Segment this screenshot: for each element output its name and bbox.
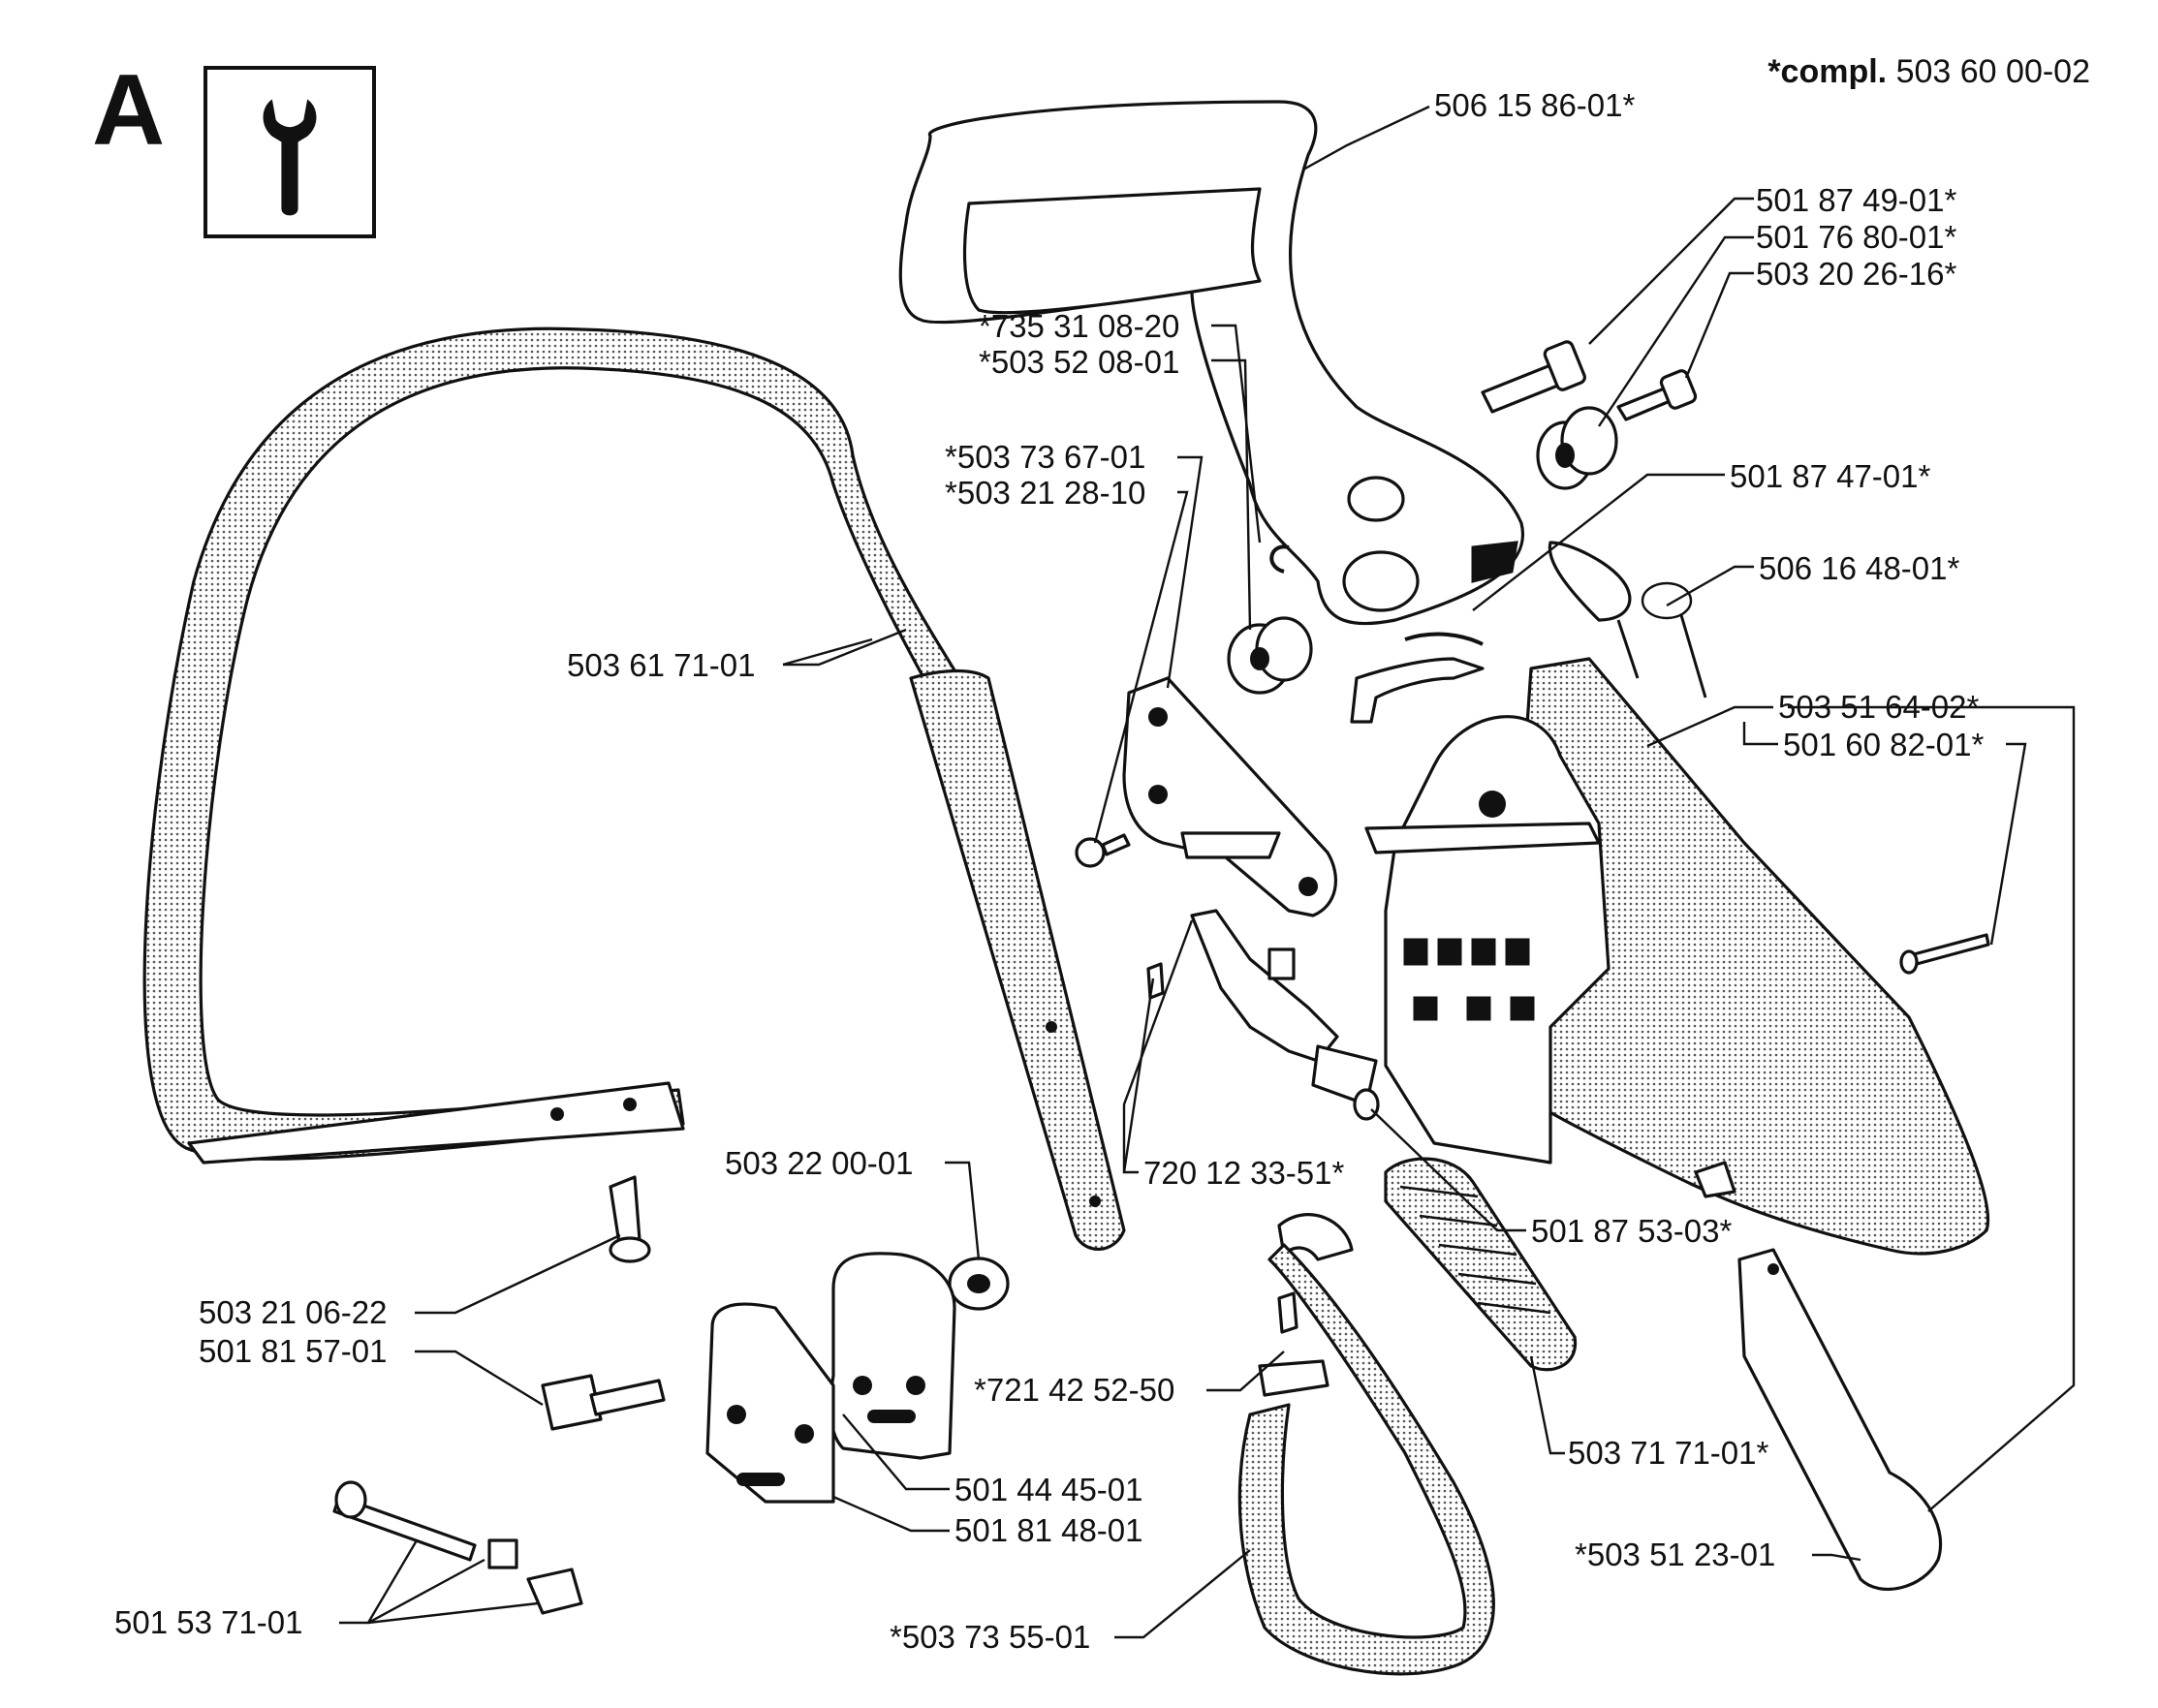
hand-guard [898,100,1524,626]
screw-503-21-28 [1075,833,1131,868]
chain-tensioner-501-81-57 [541,1374,666,1431]
part-label: 503 61 71-01 [567,647,756,683]
circlip-735-31-08 [1269,544,1290,574]
spring-506-16-48 [1548,541,1707,699]
part-label: 503 71 71-01* [1568,1435,1769,1471]
wrench-icon [203,66,376,238]
part-label: 501 87 53-03* [1531,1213,1733,1249]
bushing-501-76-80 [1536,406,1618,490]
part-label: 506 16 48-01* [1759,550,1960,586]
part-label: 501 60 82-01* [1783,727,1985,762]
part-label: 501 76 80-01* [1756,219,1957,255]
nut-503-22-00 [948,1257,1010,1311]
front-handle-bar [142,326,1126,1251]
part-label: *735 31 08-20 [979,308,1180,344]
coil-spring-501-87-53 [1384,1157,1578,1372]
leader-lines [339,105,2076,1639]
part-label: 720 12 33-51* [1143,1155,1345,1191]
part-label: 501 87 49-01* [1756,182,1957,218]
bolt-501-87-49 [1481,340,1586,414]
part-label: 503 51 64-02* [1778,689,1980,725]
clutch-cover [1364,657,1990,1256]
part-label: 503 21 06-22 [199,1294,388,1330]
brake-band [1237,1213,1495,1676]
brake-lever-plate [1190,909,1380,1121]
brake-bracket [1122,676,1337,917]
part-label: *503 73 55-01 [890,1619,1091,1655]
part-label: 501 87 47-01* [1730,458,1931,494]
compl-part-number: 503 60 00-02 [1895,53,2090,90]
brake-lever-strip [1737,1248,1943,1591]
bar-plate-501-81-48 [705,1302,835,1504]
part-label: 501 53 71-01 [114,1604,303,1640]
tensioner-screw-501-53-71 [332,1480,583,1615]
part-label: 503 22 00-01 [725,1145,914,1181]
spring-501-87-47 [1350,632,1485,724]
part-label: 503 20 26-16* [1756,256,1957,292]
part-label: 501 81 48-01 [954,1512,1143,1548]
compl-label: *compl. [1767,53,1888,90]
part-label: 501 81 57-01 [199,1333,388,1369]
section-letter: A [92,54,166,167]
bolt-503-21-06 [609,1175,651,1263]
complete-assembly-note: *compl. 503 60 00-02 [1767,53,2090,91]
part-label: 506 15 86-01* [1434,87,1636,123]
bar-plate-501-44-45 [829,1252,956,1460]
rivet-501-60-82 [1899,933,1990,975]
screw-503-20-26 [1616,369,1698,421]
part-label: *503 51 23-01 [1575,1537,1776,1572]
part-label: *503 73 67-01 [945,439,1146,475]
part-label: *503 21 28-10 [945,475,1146,511]
bushing-503-52-08 [1227,616,1313,695]
part-label: *503 52 08-01 [979,344,1180,380]
part-label: *721 42 52-50 [974,1372,1175,1408]
part-label: 501 44 45-01 [954,1472,1143,1507]
